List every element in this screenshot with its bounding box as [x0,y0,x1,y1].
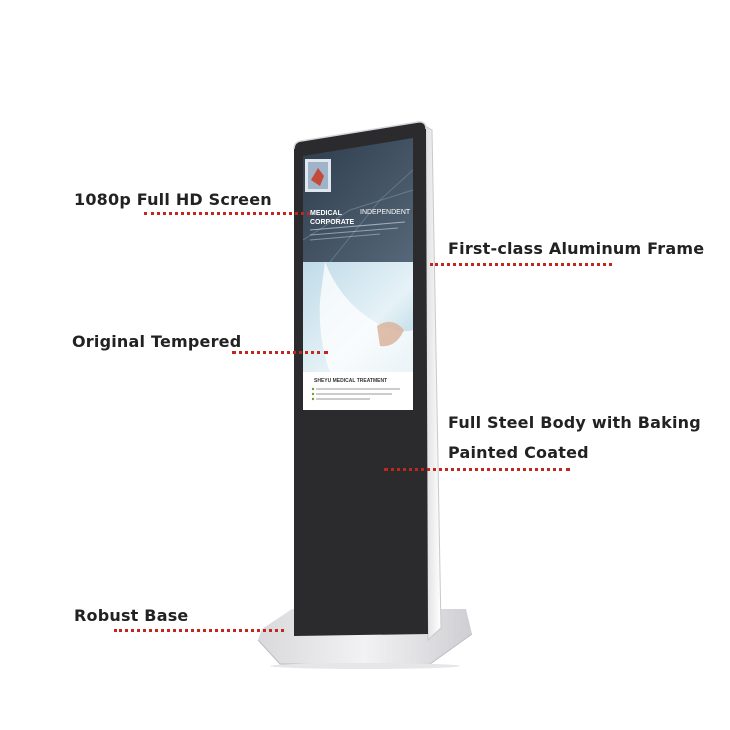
callout-body-line1: Full Steel Body with Baking [448,413,701,432]
screen-headline-3: INDEPENDENT [360,209,411,216]
callout-frame: First-class Aluminum Frame [448,239,705,258]
leader-body [384,468,570,471]
callout-glass: Original Tempered [72,332,242,351]
callout-body-line2: Painted Coated [448,443,589,462]
screen-headline-2: CORPORATE [310,219,355,226]
callout-base: Robust Base [74,606,189,625]
leader-base [114,629,284,632]
callout-screen: 1080p Full HD Screen [74,190,272,209]
leader-screen [144,212,310,215]
screen-headline-1: MEDICAL [310,210,343,217]
screen-footer-title: SHEYU MEDICAL TREATMENT [314,378,387,384]
leader-glass [232,351,328,354]
leader-frame [430,263,612,266]
screen-content: MEDICAL CORPORATE INDEPENDENT SHEYU MEDI… [302,138,414,410]
